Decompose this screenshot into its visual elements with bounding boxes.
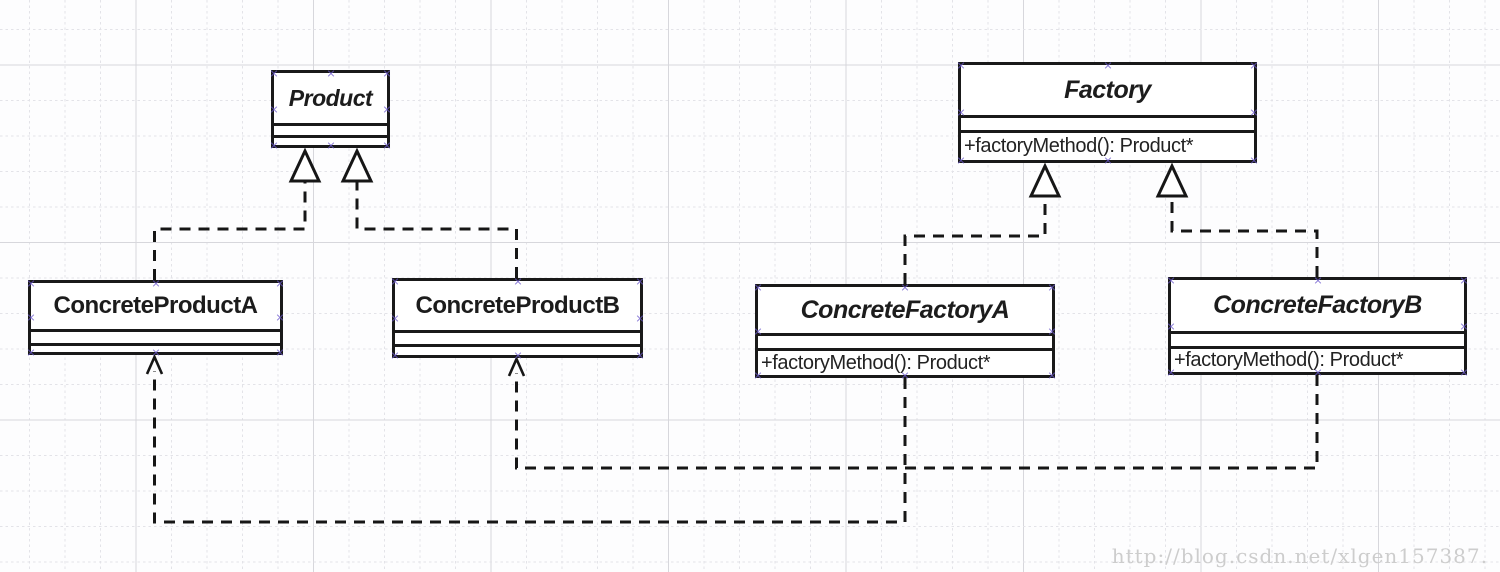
class-name: ConcreteFactoryA	[800, 295, 1010, 324]
realization-line[interactable]	[355, 182, 518, 278]
methods-compartment: +factoryMethod(): Product*	[961, 130, 1254, 160]
realization-concretefactorya-to-factory[interactable]	[903, 162, 1062, 284]
methods-compartment	[31, 343, 280, 352]
class-concretefactoryb[interactable]: ConcreteFactoryB +factoryMethod(): Produ…	[1168, 277, 1467, 375]
class-name: ConcreteProductA	[53, 292, 258, 319]
method-text: +factoryMethod(): Product*	[964, 135, 1194, 157]
realization-concreteproducta-to-product[interactable]	[153, 147, 322, 280]
inheritance-triangle-icon	[1028, 162, 1062, 198]
class-name: ConcreteFactoryB	[1213, 291, 1422, 319]
class-name: ConcreteProductB	[415, 291, 620, 319]
dependency-line[interactable]	[515, 373, 1319, 470]
dependency-arrow-icon	[145, 353, 164, 375]
class-concreteproductb[interactable]: ConcreteProductB	[392, 278, 643, 358]
realization-concreteproductb-to-product[interactable]	[340, 147, 518, 278]
attributes-compartment	[395, 330, 640, 344]
class-name: Factory	[1064, 75, 1151, 104]
attributes-compartment	[758, 333, 1052, 348]
realization-line[interactable]	[153, 182, 307, 280]
realization-concretefactoryb-to-factory[interactable]	[1155, 162, 1319, 277]
inheritance-triangle-icon	[288, 147, 322, 183]
dependency-line[interactable]	[153, 371, 907, 524]
methods-compartment	[274, 135, 387, 145]
attributes-compartment	[274, 123, 387, 135]
class-factory[interactable]: Factory +factoryMethod(): Product*	[958, 62, 1257, 163]
dependency-concretefactorya-to-concreteproducta[interactable]	[145, 353, 907, 524]
attributes-compartment	[1171, 331, 1464, 346]
dependency-concretefactoryb-to-concreteproductb[interactable]	[507, 355, 1319, 470]
watermark-text: http://blog.csdn.net/xlgen157387.	[1111, 544, 1488, 568]
attributes-compartment	[961, 115, 1254, 130]
dependency-arrow-icon	[507, 355, 526, 377]
method-text: +factoryMethod(): Product*	[761, 351, 991, 374]
inheritance-triangle-icon	[1155, 162, 1189, 198]
inheritance-triangle-icon	[340, 147, 374, 183]
methods-compartment: +factoryMethod(): Product*	[758, 348, 1052, 375]
attributes-compartment	[31, 329, 280, 343]
method-text: +factoryMethod(): Product*	[1174, 349, 1404, 371]
class-concreteproducta[interactable]: ConcreteProductA	[28, 280, 283, 355]
class-product[interactable]: Product	[271, 70, 390, 148]
methods-compartment	[395, 344, 640, 355]
realization-line[interactable]	[1170, 197, 1319, 277]
class-concretefactorya[interactable]: ConcreteFactoryA +factoryMethod(): Produ…	[755, 284, 1055, 378]
methods-compartment: +factoryMethod(): Product*	[1171, 346, 1464, 372]
class-name: Product	[288, 84, 373, 111]
realization-line[interactable]	[903, 197, 1047, 284]
